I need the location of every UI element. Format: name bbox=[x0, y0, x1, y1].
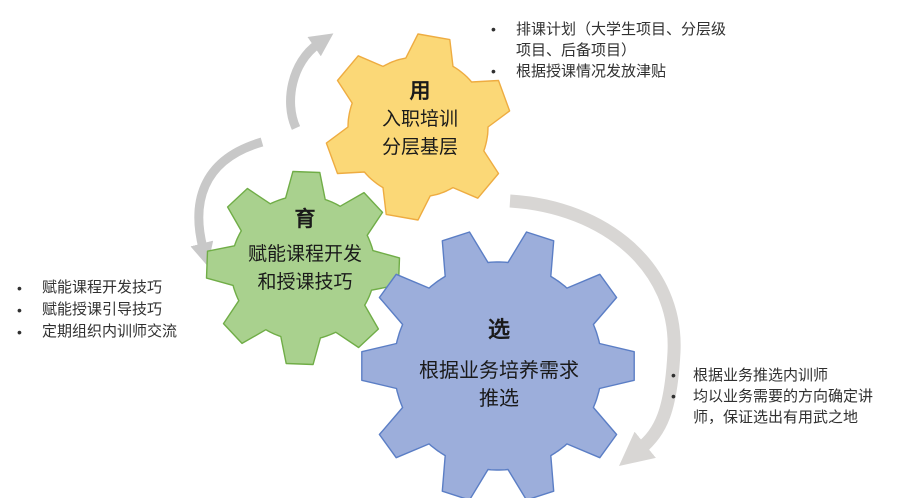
list-item: 赋能课程开发技巧 bbox=[12, 277, 234, 299]
list-item: 赋能授课引导技巧 bbox=[12, 299, 234, 321]
gear-text-line: 入职培训 bbox=[381, 109, 459, 130]
bullet-list-select-notes: 根据业务推选内训师 均以业务需要的方向确定讲师，保证选出有用武之地 bbox=[666, 365, 892, 428]
list-item: 定期组织内训师交流 bbox=[12, 321, 234, 343]
list-item: 排课计划（大学生项目、分层级项目、后备项目） bbox=[486, 19, 728, 61]
curved-arrow-up-icon bbox=[286, 33, 334, 130]
gear-shape-cultivate bbox=[205, 170, 401, 366]
gear-shape-use bbox=[325, 33, 511, 221]
gear-shape-select bbox=[361, 231, 635, 498]
list-item: 均以业务需要的方向确定讲师，保证选出有用武之地 bbox=[666, 386, 892, 428]
bullet-list-use-notes: 排课计划（大学生项目、分层级项目、后备项目） 根据授课情况发放津贴 bbox=[486, 19, 728, 82]
gear-label-select: 选 根据业务培养需求 推选 bbox=[419, 317, 579, 413]
gear-text-line: 根据业务培养需求 bbox=[419, 360, 579, 382]
gear-text-line: 和授课技巧 bbox=[257, 272, 353, 293]
gear-text-line: 赋能课程开发 bbox=[247, 244, 363, 265]
gear-keyword-use: 用 bbox=[409, 80, 431, 103]
list-item: 根据授课情况发放津贴 bbox=[486, 61, 728, 82]
gear-keyword-select: 选 bbox=[487, 317, 510, 342]
gear-text-line: 推选 bbox=[479, 388, 519, 410]
curved-arrow-down-icon bbox=[190, 137, 264, 267]
gear-label-cultivate: 育 赋能课程开发 和授课技巧 bbox=[248, 207, 362, 297]
bullet-list-cultivate-notes: 赋能课程开发技巧 赋能授课引导技巧 定期组织内训师交流 bbox=[12, 277, 234, 343]
curved-arrow-clockwise-icon bbox=[509, 194, 681, 467]
gear-text-line: 分层基层 bbox=[381, 137, 459, 158]
gear-keyword-cultivate: 育 bbox=[294, 208, 316, 231]
gear-label-use: 用 入职培训 分层基层 bbox=[382, 79, 458, 162]
list-item: 根据业务推选内训师 bbox=[666, 365, 892, 386]
